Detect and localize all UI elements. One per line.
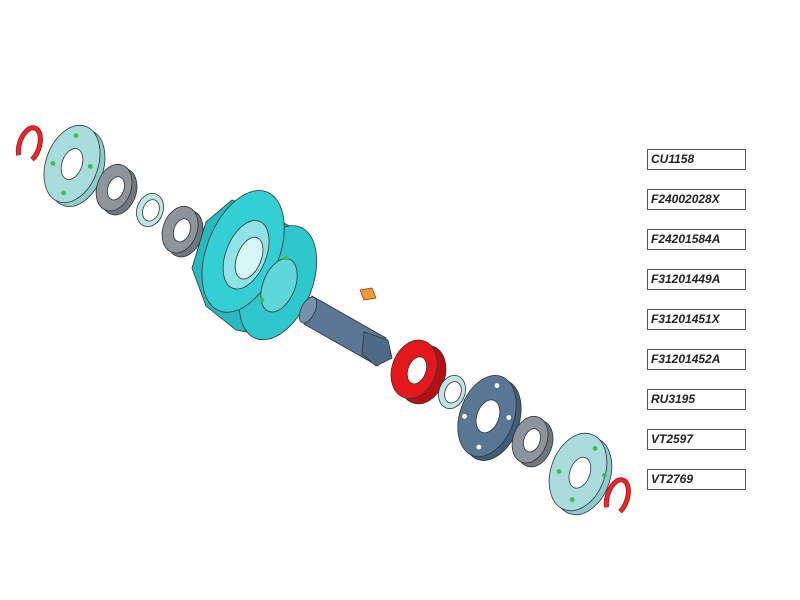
part-label-f31201452a[interactable]: F31201452A — [647, 349, 746, 370]
left-bearing-outer[interactable] — [89, 159, 144, 220]
right-bearing[interactable] — [505, 411, 560, 472]
left-flange[interactable] — [33, 118, 116, 215]
part-label-cu1158[interactable]: CU1158 — [647, 149, 746, 170]
part-label-f31201451x[interactable]: F31201451X — [647, 309, 746, 330]
part-label-ru3195[interactable]: RU3195 — [647, 389, 746, 410]
right-circlip[interactable] — [603, 477, 633, 514]
left-circlip[interactable] — [15, 125, 45, 162]
part-label-vt2769[interactable]: VT2769 — [647, 469, 746, 490]
highlighted-bearing[interactable] — [383, 334, 455, 411]
right-spacer-ring[interactable] — [434, 372, 470, 413]
right-flange[interactable] — [447, 367, 533, 468]
part-label-vt2597[interactable]: VT2597 — [647, 429, 746, 450]
left-spacer-ring[interactable] — [132, 190, 168, 231]
part-label-f31201449a[interactable]: F31201449A — [647, 269, 746, 290]
key[interactable] — [359, 287, 377, 301]
part-label-f24002028x[interactable]: F24002028X — [647, 189, 746, 210]
axle-shaft[interactable] — [296, 294, 393, 367]
wheel-hub[interactable] — [181, 179, 339, 352]
part-label-f24201584a[interactable]: F24201584A — [647, 229, 746, 250]
right-outer-flange[interactable] — [538, 425, 622, 523]
left-bearing-inner[interactable] — [155, 201, 210, 262]
